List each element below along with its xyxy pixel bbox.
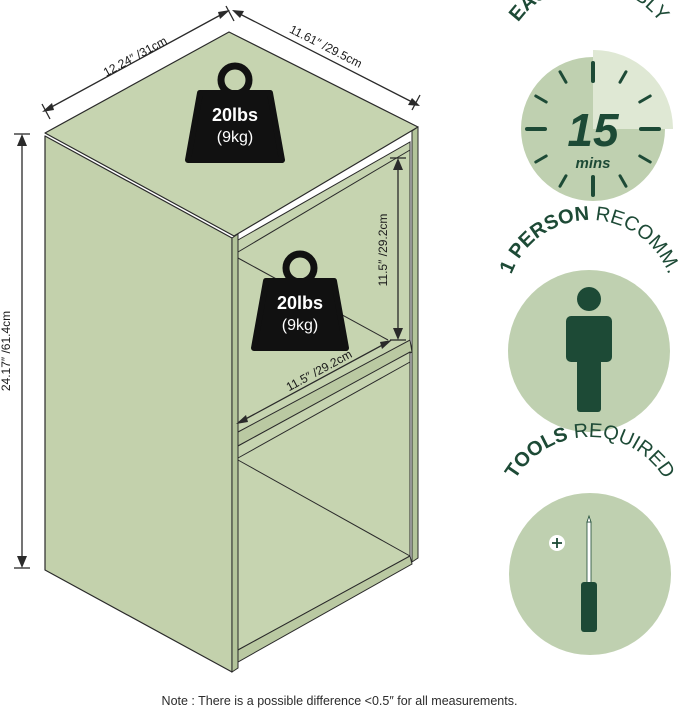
width-label: 11.61″ /29.5cm [287,22,364,71]
feature-easy-assembly-title: EASY ASSEMBLY [505,0,673,26]
measurement-note: Note : There is a possible difference <0… [161,694,518,708]
top-weight-kg: (9kg) [217,129,253,146]
dimensions [14,5,421,569]
screwdriver-icon [549,514,597,632]
feature-tools-required-title: TOOLS REQUIRED [501,420,679,483]
feature-one-person-title: 1 PERSON RECOMM. [496,203,679,277]
clock-tick [618,174,628,188]
clock-tick [558,174,568,188]
top-weight-icon: 20lbs (9kg) [185,62,285,163]
clock-tick [534,154,548,164]
cabinet-side-edge [411,126,419,563]
clock-tick [534,94,548,104]
clock-icon [525,61,661,197]
person-icon [566,287,612,412]
assembly-minutes-unit: mins [575,155,610,172]
feature-one-person: 1 PERSON RECOMM. [496,203,679,432]
clock-tick [638,154,652,164]
assembly-minutes: 15 [567,104,620,156]
clock-tick [558,70,568,84]
shelf-weight-lbs: 20lbs [277,293,323,313]
height-label: 24.17″ /61.4cm [0,311,13,391]
feature-easy-assembly: EASY ASSEMBLY 15 mins [505,0,673,201]
top-weight-lbs: 20lbs [212,105,258,125]
shelf-height-label: 11.5″ /29.2cm [376,214,390,287]
cabinet-front-edge [231,233,239,673]
shelf-weight-kg: (9kg) [282,317,318,334]
feature-tools-required: TOOLS REQUIRED [501,420,679,655]
shelf-weight-icon: 20lbs (9kg) [251,250,349,351]
clock-tick [618,70,628,84]
clock-tick [638,94,652,104]
middle-shelf [237,339,413,447]
bottom-panel [237,555,413,663]
